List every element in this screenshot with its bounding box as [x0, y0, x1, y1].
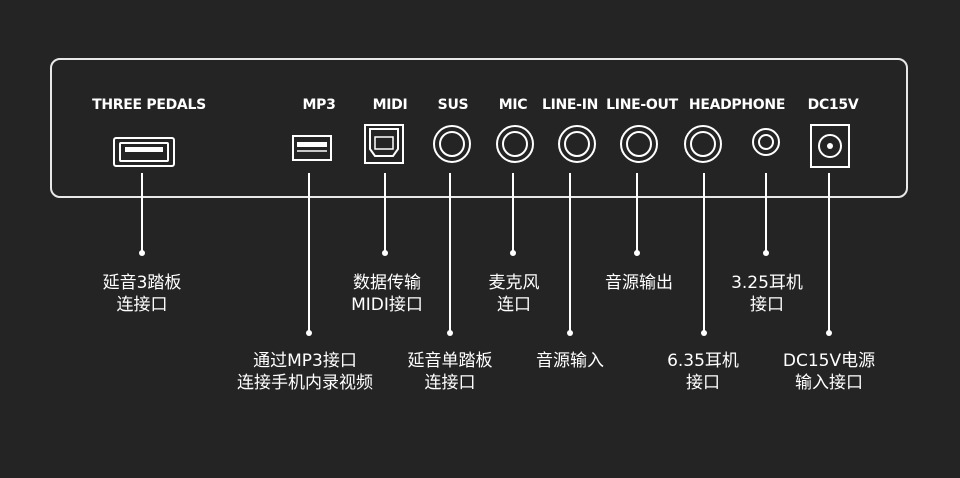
caption-line: 麦克风 — [488, 273, 540, 293]
caption-line: 输入接口 — [794, 373, 863, 393]
caption-line: 6.35耳机 — [667, 351, 739, 371]
caption-line: 音源输入 — [536, 351, 604, 371]
line-in-label: LINE-IN — [541, 97, 599, 113]
mic-label: MIC — [498, 97, 528, 113]
dc15v-caption: DC15V电源 输入接口 — [783, 350, 875, 394]
caption-line: 连接口 — [424, 373, 476, 393]
mp3-caption: 通过MP3接口 连接手机内录视频 — [237, 350, 373, 394]
headphone-jack-icon — [684, 125, 722, 163]
headphone-label: HEADPHONE — [688, 97, 786, 113]
three-pedals-caption: 延音3踏板 连接口 — [103, 272, 182, 316]
caption-line: MIDI接口 — [351, 295, 423, 315]
dc15v-label: DC15V — [807, 97, 859, 113]
line-out-jack-icon — [620, 125, 658, 163]
caption-line: 连接手机内录视频 — [237, 373, 373, 393]
three-pedals-port-icon — [113, 137, 175, 167]
sus-label: SUS — [437, 97, 469, 113]
sus-jack-icon — [433, 125, 471, 163]
headphone-small-caption: 3.25耳机 接口 — [731, 272, 803, 316]
midi-usb-b-port-icon — [364, 124, 404, 164]
caption-line: 接口 — [685, 373, 720, 393]
caption-line: 通过MP3接口 — [253, 351, 357, 371]
caption-line: 连口 — [497, 295, 531, 315]
line-out-label: LINE-OUT — [606, 97, 678, 113]
line-in-caption: 音源输入 — [536, 350, 604, 372]
caption-line: DC15V电源 — [782, 351, 876, 371]
midi-label: MIDI — [372, 97, 408, 113]
caption-line: 3.25耳机 — [731, 273, 803, 293]
caption-line: 延音3踏板 — [102, 273, 182, 293]
caption-line: 延音单踏板 — [407, 351, 493, 371]
headphone-caption: 6.35耳机 接口 — [667, 350, 739, 394]
caption-line: 数据传输 — [352, 273, 421, 293]
mic-caption: 麦克风 连口 — [489, 272, 540, 316]
caption-line: 接口 — [749, 295, 784, 315]
three-pedals-label: THREE PEDALS — [92, 97, 206, 113]
midi-caption: 数据传输 MIDI接口 — [351, 272, 423, 316]
mic-jack-icon — [496, 125, 534, 163]
mp3-usb-port-icon — [292, 135, 332, 161]
dc15v-power-jack-icon — [810, 124, 850, 168]
headphone-small-jack-icon — [752, 128, 780, 156]
caption-line: 音源输出 — [605, 273, 673, 293]
mp3-label: MP3 — [302, 97, 336, 113]
caption-line: 连接口 — [116, 295, 168, 315]
line-out-caption: 音源输出 — [605, 272, 673, 294]
sus-caption: 延音单踏板 连接口 — [408, 350, 493, 394]
rear-panel — [50, 58, 908, 198]
line-in-jack-icon — [558, 125, 596, 163]
